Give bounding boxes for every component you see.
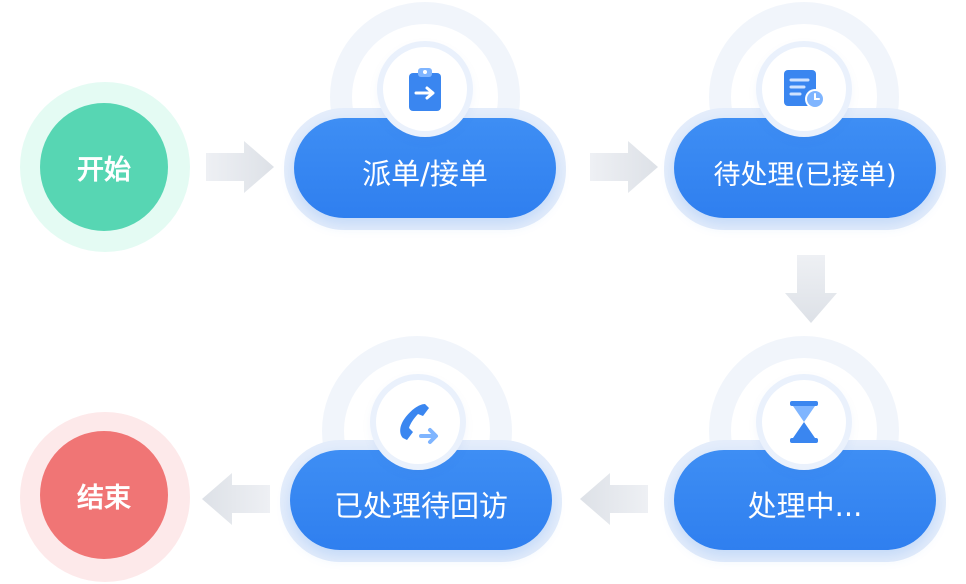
arrow-left-2: [202, 473, 270, 525]
step1-node: 派单/接单: [294, 118, 556, 218]
hourglass-icon: [762, 380, 846, 464]
step2-node: 待处理(已接单): [674, 118, 936, 218]
clipboard-arrow-icon: [383, 47, 467, 131]
step4-node: 已处理待回访: [290, 450, 552, 550]
document-clock-icon: [762, 47, 846, 131]
arrow-right-1: [206, 141, 274, 193]
phone-callback-icon: [376, 380, 460, 464]
step3-node: 处理中...: [674, 450, 936, 550]
arrow-right-2: [590, 141, 658, 193]
start-node: 开始: [40, 103, 168, 231]
arrow-down: [785, 255, 837, 323]
arrow-left-1: [580, 473, 648, 525]
end-node: 结束: [40, 431, 168, 559]
